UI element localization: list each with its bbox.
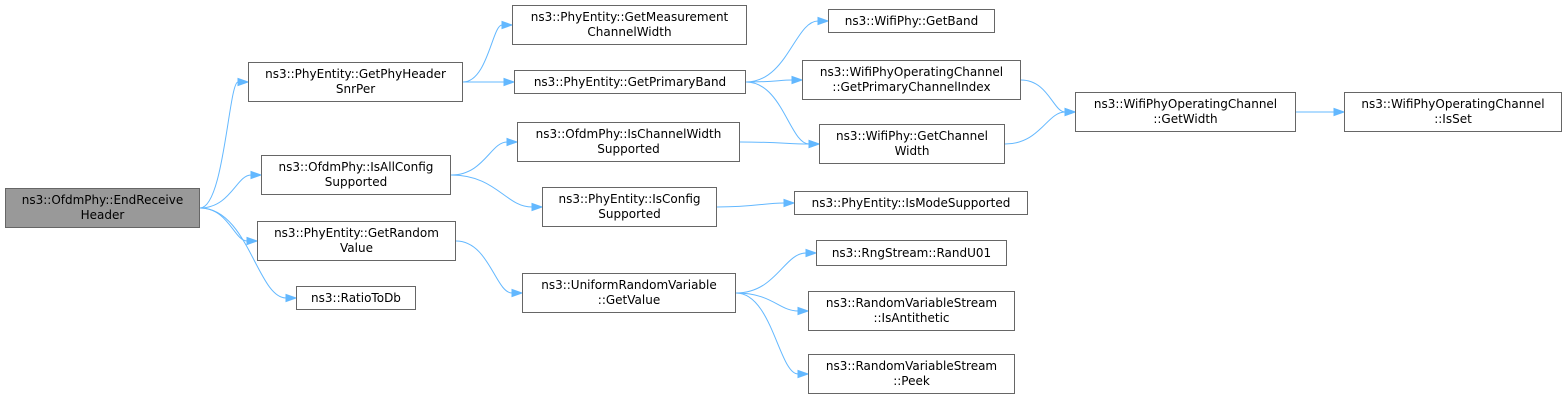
- edge-end_receive_header-to-ratio_to_db: [199, 207, 287, 299]
- node-label-line: ns3::OfdmPhy::IsAllConfig: [278, 160, 434, 174]
- node-label-line: Supported: [598, 207, 661, 221]
- node-label-line: ns3::RandomVariableStream: [825, 296, 998, 310]
- arrowhead-icon: [797, 369, 810, 379]
- edge-uniform_get_value-to-rand_u01: [735, 252, 807, 294]
- node-label-line: Width: [894, 144, 930, 158]
- edge-end_receive_header-to-is_all_config_supported: [199, 174, 252, 209]
- node-label-line: ns3::PhyEntity::IsConfig: [558, 192, 701, 206]
- node-operating-channel-is-set[interactable]: ns3::WifiPhyOperatingChannel ::IsSet: [1344, 92, 1562, 132]
- node-rand-u01[interactable]: ns3::RngStream::RandU01: [816, 240, 1007, 266]
- arrowhead-icon: [506, 137, 519, 147]
- node-label-line: ::GetPrimaryChannelIndex: [832, 80, 991, 94]
- edge-get_primary_band-to-get_primary_channel_index: [745, 79, 793, 83]
- node-label-line: ns3::WifiPhy::GetChannel: [836, 129, 988, 143]
- node-label-line: Supported: [597, 142, 660, 156]
- node-peek[interactable]: ns3::RandomVariableStream ::Peek: [808, 354, 1015, 394]
- node-ratio-to-db[interactable]: ns3::RatioToDb: [296, 286, 416, 310]
- arrowhead-icon: [1333, 107, 1346, 117]
- arrowhead-icon: [511, 288, 524, 298]
- arrowhead-icon: [503, 77, 516, 87]
- arrowhead-icon: [808, 139, 821, 149]
- node-label-line: ChannelWidth: [587, 25, 672, 39]
- edge-uniform_get_value-to-is_antithetic: [735, 292, 799, 312]
- edge-is_config_supported-to-is_mode_supported: [716, 202, 785, 208]
- node-label-line: ::GetValue: [597, 293, 661, 307]
- node-label-line: Value: [340, 241, 373, 255]
- edge-get_primary_band-to-wifiphy_get_band: [745, 20, 819, 83]
- arrowhead-icon: [531, 202, 544, 212]
- node-label-line: ns3::WifiPhyOperatingChannel: [1361, 97, 1545, 111]
- edge-get_phy_header_snr_per-to-get_measurement_channel_width: [462, 24, 503, 83]
- node-label-line: ns3::PhyEntity::IsModeSupported: [811, 195, 1011, 210]
- node-label-line: ::Peek: [893, 374, 930, 388]
- node-label-line: ns3::PhyEntity::GetPrimaryBand: [533, 74, 727, 89]
- node-get-primary-channel-index[interactable]: ns3::WifiPhyOperatingChannel ::GetPrimar…: [802, 60, 1021, 100]
- arrowhead-icon: [237, 77, 250, 87]
- node-label-line: ns3::WifiPhyOperatingChannel: [819, 65, 1004, 79]
- node-is-antithetic[interactable]: ns3::RandomVariableStream ::IsAntithetic: [808, 291, 1015, 331]
- arrowhead-icon: [791, 75, 804, 85]
- node-get-random-value[interactable]: ns3::PhyEntity::GetRandom Value: [257, 221, 456, 261]
- node-label-line: ns3::OfdmPhy::IsChannelWidth: [535, 127, 722, 141]
- node-label-line: ns3::PhyEntity::GetMeasurement: [530, 10, 729, 24]
- arrowhead-icon: [817, 16, 830, 26]
- node-label-line: ns3::RatioToDb: [311, 290, 401, 305]
- node-get-primary-band[interactable]: ns3::PhyEntity::GetPrimaryBand: [514, 70, 746, 94]
- edge-is_all_config_supported-to-is_config_supported: [450, 174, 533, 208]
- node-label-line: SnrPer: [335, 82, 376, 96]
- node-is-config-supported[interactable]: ns3::PhyEntity::IsConfig Supported: [542, 187, 717, 227]
- node-label-line: Header: [80, 208, 125, 222]
- node-is-mode-supported[interactable]: ns3::PhyEntity::IsModeSupported: [794, 191, 1028, 215]
- arrowhead-icon: [797, 306, 810, 316]
- node-label-line: ns3::WifiPhyOperatingChannel: [1093, 97, 1278, 111]
- node-label-line: ns3::WifiPhy::GetBand: [844, 13, 979, 28]
- node-label-line: ns3::PhyEntity::GetPhyHeader: [265, 67, 446, 81]
- node-label-line: Supported: [324, 175, 388, 189]
- node-get-measurement-channel-width[interactable]: ns3::PhyEntity::GetMeasurement ChannelWi…: [512, 5, 747, 45]
- node-end-receive-header: ns3::OfdmPhy::EndReceive Header: [5, 188, 200, 228]
- node-wifiphy-get-channel-width[interactable]: ns3::WifiPhy::GetChannel Width: [819, 124, 1005, 164]
- arrowhead-icon: [805, 248, 818, 258]
- node-is-channel-width-supported[interactable]: ns3::OfdmPhy::IsChannelWidth Supported: [517, 122, 740, 162]
- node-label-line: ns3::OfdmPhy::EndReceive: [21, 193, 184, 207]
- node-label-line: ns3::RandomVariableStream: [825, 359, 998, 373]
- node-label-line: ::IsSet: [1434, 112, 1472, 126]
- node-is-all-config-supported[interactable]: ns3::OfdmPhy::IsAllConfig Supported: [261, 155, 451, 195]
- node-operating-channel-get-width[interactable]: ns3::WifiPhyOperatingChannel ::GetWidth: [1075, 92, 1296, 132]
- arrowhead-icon: [1064, 107, 1077, 117]
- node-label-line: ns3::PhyEntity::GetRandom: [274, 226, 439, 240]
- edge-get_primary_channel_index-to-operating_channel_get_width: [1020, 79, 1066, 113]
- arrowhead-icon: [285, 293, 298, 303]
- node-label-line: ns3::UniformRandomVariable: [541, 278, 717, 292]
- edge-get_random_value-to-uniform_get_value: [455, 240, 513, 294]
- node-uniform-get-value[interactable]: ns3::UniformRandomVariable ::GetValue: [522, 273, 736, 313]
- edge-is_channel_width_supported-to-wifiphy_get_channel_width: [739, 141, 810, 145]
- edge-is_all_config_supported-to-is_channel_width_supported: [450, 141, 508, 176]
- arrowhead-icon: [250, 170, 263, 180]
- edge-wifiphy_get_channel_width-to-operating_channel_get_width: [1004, 111, 1066, 145]
- node-get-phy-header-snr-per[interactable]: ns3::PhyEntity::GetPhyHeader SnrPer: [248, 62, 463, 102]
- arrowhead-icon: [783, 198, 796, 208]
- edge-get_primary_band-to-wifiphy_get_channel_width: [745, 81, 810, 145]
- node-label-line: ns3::RngStream::RandU01: [831, 245, 992, 260]
- arrowhead-icon: [501, 20, 514, 30]
- edge-uniform_get_value-to-peek: [735, 292, 799, 375]
- node-wifiphy-get-band[interactable]: ns3::WifiPhy::GetBand: [828, 9, 995, 33]
- edge-end_receive_header-to-get_phy_header_snr_per: [199, 81, 239, 209]
- arrowhead-icon: [246, 236, 259, 246]
- node-label-line: ::IsAntithetic: [873, 311, 950, 325]
- node-label-line: ::GetWidth: [1153, 112, 1218, 126]
